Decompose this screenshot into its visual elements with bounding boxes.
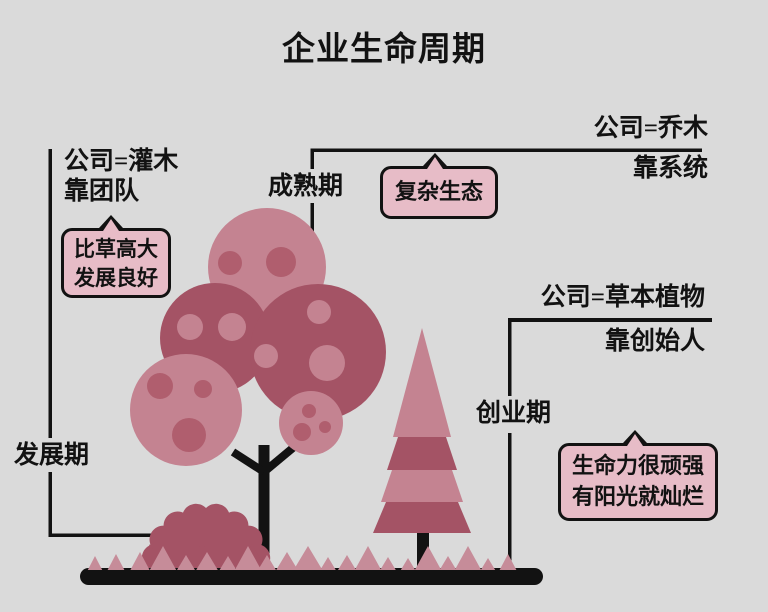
startup-line-vertical-lower [508, 433, 512, 568]
maturity-line-vertical-lower [310, 203, 314, 233]
grass-triangle [380, 557, 396, 570]
shrub-tree [130, 208, 386, 571]
label-tree-line1: 公司=乔木 [593, 115, 708, 142]
ground-bar [80, 568, 543, 585]
grass-triangle [107, 554, 125, 570]
grass-triangle [130, 552, 150, 570]
grass-triangle [320, 557, 336, 570]
connector-startup [508, 318, 712, 568]
growth-line-vertical-lower [48, 472, 52, 537]
bubble-shrub: 比草高大 发展良好 [61, 215, 171, 298]
grass-triangle [354, 546, 382, 570]
label-startup-stage: 创业期 [476, 400, 552, 427]
grass-triangle [234, 546, 262, 570]
bubble-pointer-icon [103, 219, 119, 231]
grass-triangle [480, 558, 496, 570]
label-shrub: 公司=灌木 靠团队 [64, 147, 178, 207]
pine-tier-3 [381, 470, 463, 502]
grass-triangle [196, 552, 218, 570]
grass-triangle [219, 556, 237, 570]
grass-triangle [414, 546, 442, 570]
bubble-startup-line1: 生命力很顽强 [571, 453, 704, 478]
maturity-line-vertical-upper [310, 152, 314, 169]
grass-triangle [293, 546, 323, 570]
canopy-spot [194, 380, 212, 398]
page-title: 企业生命周期 [282, 32, 486, 68]
startup-line-horizontal [508, 318, 712, 322]
canopy-spot [147, 373, 173, 399]
canopy-spot [307, 300, 331, 324]
label-shrub-line1: 公司=灌木 [64, 148, 179, 175]
canopy-spot [293, 423, 311, 441]
label-herb-line2: 靠创始人 [604, 328, 705, 355]
shrub-branch-left [230, 448, 267, 476]
label-tree-line2: 靠系统 [632, 155, 708, 182]
canopy-spot [309, 345, 345, 381]
bubble-startup: 生命力很顽强 有阳光就灿烂 [558, 430, 718, 521]
pine-tier-4 [373, 502, 471, 533]
grass-triangle [439, 556, 457, 570]
label-growth-stage: 发展期 [14, 442, 90, 469]
grass-triangle [338, 555, 356, 570]
pine-tree [373, 328, 471, 572]
shrub-branch-right [261, 443, 297, 476]
label-herb-line1: 公司=草本植物 [540, 284, 705, 311]
bubble-pointer-icon [427, 157, 443, 169]
label-maturity-stage: 成熟期 [268, 173, 344, 200]
grass-triangle [210, 538, 246, 570]
bubble-pointer-icon [627, 434, 643, 446]
canopy-spot [266, 247, 296, 277]
bubble-shrub-line2: 发展良好 [74, 266, 158, 290]
bubble-maturity: 复杂生态 [380, 153, 498, 219]
grass-triangle [177, 555, 195, 570]
canopy-spot [254, 344, 278, 368]
pine-tier-1 [393, 328, 451, 437]
canopy-spot [319, 421, 331, 433]
grass-triangle [499, 554, 517, 570]
startup-line-vertical-upper [508, 322, 512, 396]
grass-triangle [258, 555, 276, 570]
grass-triangle [400, 558, 416, 570]
grass-triangle [276, 552, 298, 570]
connector-maturity [310, 148, 702, 233]
grass-light [87, 546, 517, 570]
pine-tier-2 [387, 437, 457, 470]
canopy-spot [218, 313, 246, 341]
label-tree: 公司=乔木 靠系统 [594, 114, 708, 184]
connector-growth [48, 149, 163, 537]
growth-line-vertical-upper [48, 149, 52, 438]
bubble-maturity-text: 复杂生态 [394, 179, 483, 204]
bubble-shrub-line1: 比草高大 [74, 237, 158, 261]
label-herb: 公司=草本植物 靠创始人 [541, 283, 705, 357]
canopy-spot [218, 251, 242, 275]
canopy-spot [302, 404, 316, 418]
maturity-line-horizontal [310, 148, 702, 152]
label-shrub-line2: 靠团队 [64, 178, 140, 205]
grass-triangle [87, 556, 103, 570]
canopy-spot [172, 418, 206, 452]
grass-triangle [149, 546, 177, 570]
bubble-startup-line2: 有阳光就灿烂 [571, 484, 704, 509]
canopy-spot [177, 314, 203, 340]
canopy-circle-small [279, 391, 343, 455]
grass-triangle [454, 546, 482, 570]
growth-line-horizontal [48, 533, 163, 537]
